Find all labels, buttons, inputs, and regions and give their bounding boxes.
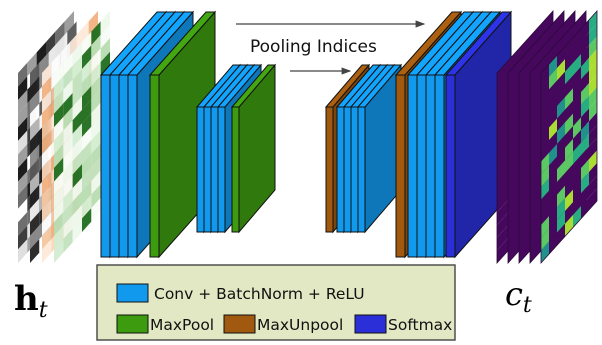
legend-label-softmax: Softmax	[388, 316, 452, 334]
legend-swatch-softmax	[354, 314, 387, 334]
input-image-stack	[18, 11, 110, 263]
input-label-subscript: t	[39, 298, 48, 323]
legend-swatch-maxpool	[116, 314, 149, 334]
pooling-indices-label: Pooling Indices	[250, 37, 377, 57]
input-label: ht	[14, 279, 48, 323]
pooling-indices-arrows	[236, 20, 426, 75]
legend-swatch-maxunpool	[223, 314, 256, 334]
output-probability-stack	[496, 9, 598, 265]
decoder-conv-layer	[356, 63, 403, 234]
output-layer	[540, 9, 598, 265]
encoder-blocks	[99, 10, 277, 259]
legend-label-maxpool: MaxPool	[150, 316, 214, 334]
encoder-maxpool-layer	[230, 63, 277, 234]
legend-label-maxunpool: MaxUnpool	[257, 316, 343, 334]
output-label: ct	[505, 275, 532, 318]
input-label-main: h	[14, 279, 39, 319]
legend-swatch-conv	[116, 283, 149, 303]
legend-box	[96, 264, 456, 341]
output-label-main: c	[505, 275, 523, 313]
legend-label-conv: Conv + BatchNorm + ReLU	[154, 285, 365, 303]
legend: Conv + BatchNorm + ReLU MaxPool MaxUnpoo…	[96, 264, 456, 341]
output-label-subscript: t	[523, 293, 532, 318]
